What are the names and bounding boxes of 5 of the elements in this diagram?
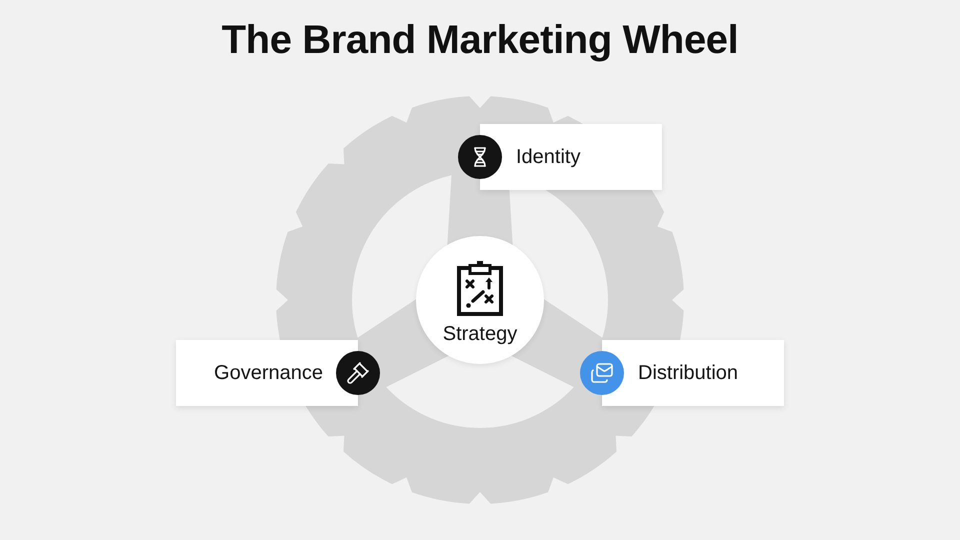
node-label: Identity bbox=[516, 145, 580, 169]
node-label: Governance bbox=[214, 361, 323, 385]
diagram-title: The Brand Marketing Wheel bbox=[222, 17, 738, 63]
node-label: Strategy bbox=[442, 322, 518, 346]
node-label: Distribution bbox=[638, 361, 738, 385]
